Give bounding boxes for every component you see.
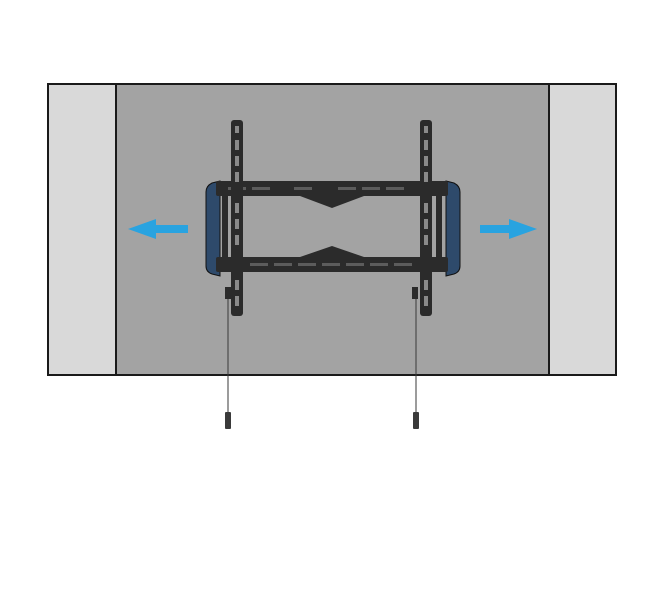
right-cord-handle	[413, 412, 419, 429]
left-cord-handle	[225, 412, 231, 429]
arrow-right-icon	[480, 219, 537, 239]
right-side-clip	[445, 180, 461, 277]
tv-screen	[115, 83, 550, 376]
right-release-cord	[413, 299, 419, 429]
left-side-clip	[205, 180, 221, 277]
bottom-wall-rail	[216, 246, 448, 272]
arrow-left-icon	[128, 219, 188, 239]
right-vertical-arm	[412, 120, 442, 316]
left-vertical-arm	[222, 120, 243, 316]
top-wall-rail	[216, 181, 448, 208]
left-release-cord	[225, 299, 231, 429]
